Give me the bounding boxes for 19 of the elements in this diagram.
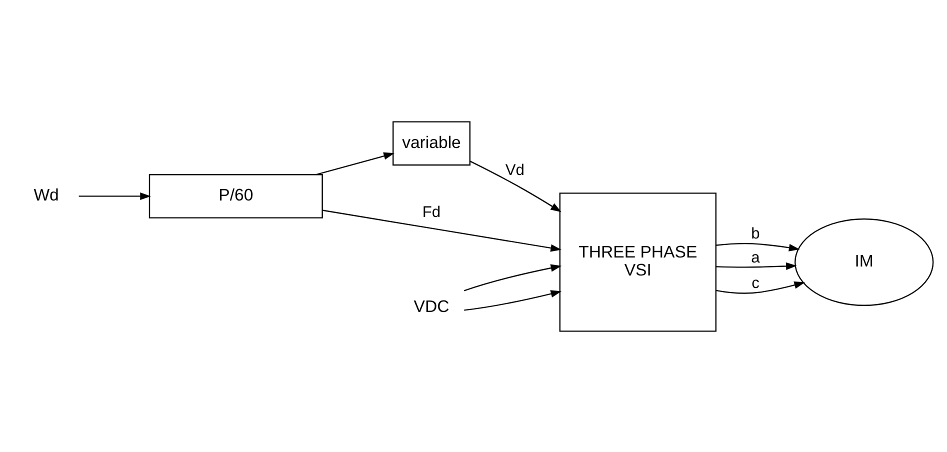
arrow <box>322 209 562 252</box>
arrow <box>316 152 395 175</box>
arrow <box>464 290 562 310</box>
node-box: THREE PHASE VSI <box>559 192 716 332</box>
arrow <box>464 264 562 291</box>
arrow <box>716 280 806 294</box>
arrow <box>716 242 800 251</box>
edge-label: c <box>752 274 760 292</box>
arrow <box>78 192 151 200</box>
edge-label: b <box>751 225 760 242</box>
node-text: VDC <box>414 296 450 316</box>
node-box: P/60 <box>148 174 323 218</box>
node-box: variable <box>392 120 470 166</box>
edge-label: a <box>751 249 760 266</box>
arrow <box>716 262 797 270</box>
node-text: Wd <box>34 185 59 204</box>
arrow <box>470 160 562 212</box>
edge-label: Vd <box>505 162 524 179</box>
edge-label: Fd <box>422 204 441 221</box>
